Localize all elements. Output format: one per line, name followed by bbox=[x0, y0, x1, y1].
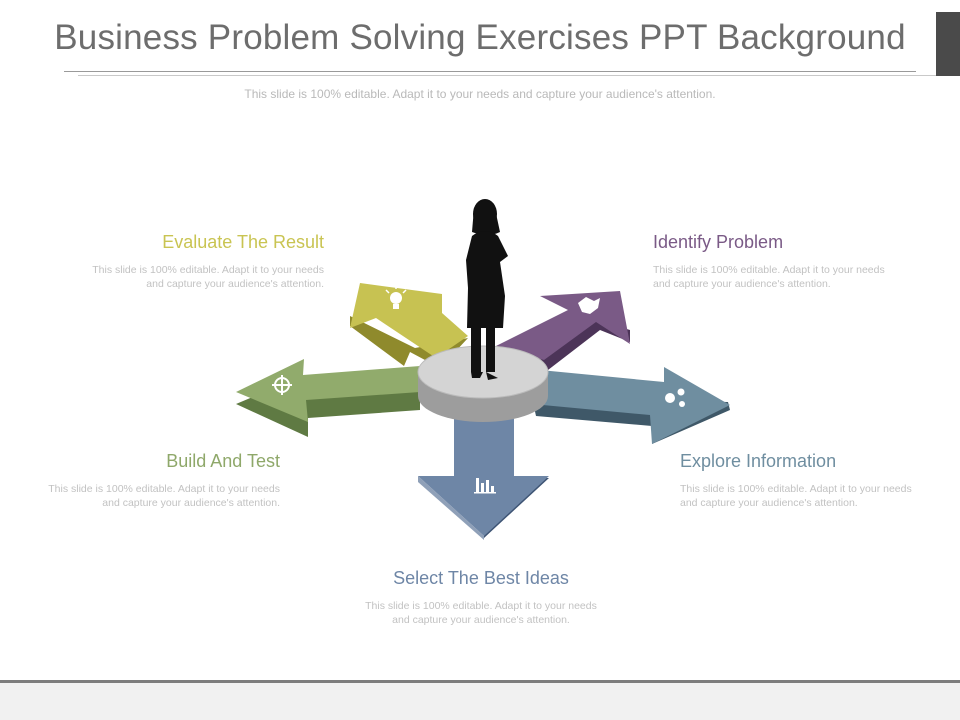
step-description: This slide is 100% editable. Adapt it to… bbox=[653, 264, 885, 290]
gears-icon bbox=[665, 388, 685, 407]
step-description: This slide is 100% editable. Adapt it to… bbox=[92, 264, 324, 290]
step-heading: Identify Problem bbox=[653, 232, 784, 252]
bar-chart-icon bbox=[474, 478, 496, 494]
label-explore-information: Explore Information This slide is 100% e… bbox=[680, 451, 928, 510]
label-identify-problem: Identify Problem This slide is 100% edit… bbox=[653, 232, 901, 291]
footer-band bbox=[0, 683, 960, 720]
step-description: This slide is 100% editable. Adapt it to… bbox=[680, 483, 912, 509]
label-select-best-ideas: Select The Best Ideas This slide is 100%… bbox=[356, 568, 606, 627]
corner-accent-block bbox=[936, 12, 960, 76]
step-heading: Build And Test bbox=[166, 451, 280, 471]
arrow-explore-information[interactable] bbox=[532, 367, 730, 444]
businesswoman-silhouette bbox=[466, 199, 508, 380]
arrow-build-and-test[interactable] bbox=[236, 359, 420, 437]
step-heading: Explore Information bbox=[680, 451, 837, 471]
step-description: This slide is 100% editable. Adapt it to… bbox=[48, 483, 280, 509]
center-pedestal bbox=[417, 345, 549, 422]
handshake-icon bbox=[578, 297, 600, 314]
step-description: This slide is 100% editable. Adapt it to… bbox=[365, 600, 597, 626]
arrow-select-best-ideas[interactable] bbox=[418, 408, 549, 540]
step-heading: Select The Best Ideas bbox=[393, 568, 569, 588]
slide-title: Business Problem Solving Exercises PPT B… bbox=[54, 18, 906, 57]
step-heading: Evaluate The Result bbox=[162, 232, 324, 252]
label-build-and-test: Build And Test This slide is 100% editab… bbox=[34, 451, 280, 510]
footer-divider bbox=[0, 680, 960, 683]
slide-subtitle: This slide is 100% editable. Adapt it to… bbox=[244, 87, 716, 101]
label-evaluate-result: Evaluate The Result This slide is 100% e… bbox=[84, 232, 324, 291]
target-icon bbox=[272, 375, 292, 395]
title-divider-secondary bbox=[78, 75, 938, 76]
lightbulb-icon bbox=[385, 286, 407, 309]
title-divider bbox=[64, 71, 916, 72]
